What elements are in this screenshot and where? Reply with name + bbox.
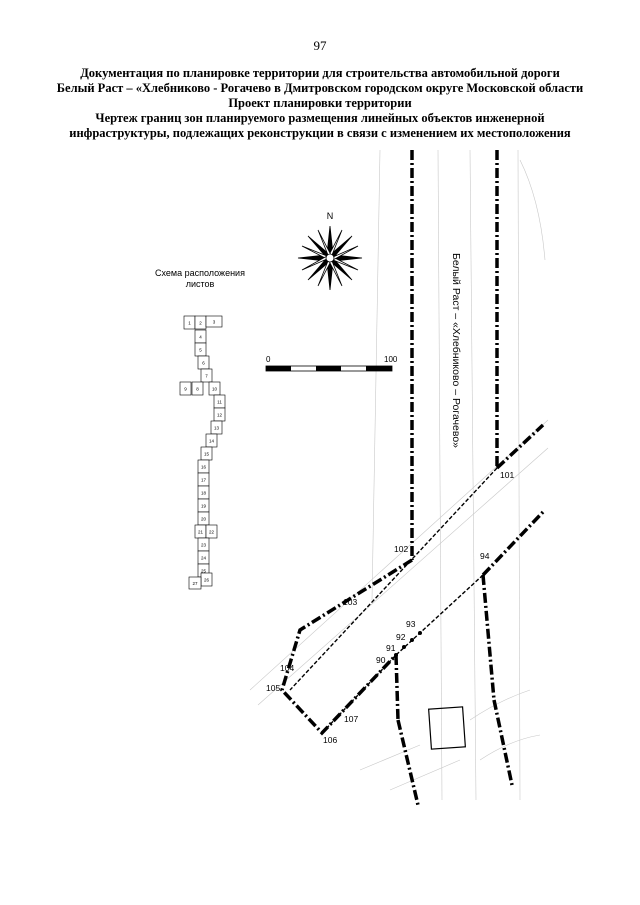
sheet-label-15: 15 [204,452,210,457]
zone-right-lower-2 [492,699,514,786]
sheet-label-16: 16 [201,465,207,470]
document-heading: Документация по планировке территории дл… [20,66,620,141]
sheet-label-13: 13 [214,426,220,431]
point-label-107: 107 [344,714,358,724]
scheme-title: Схема расположения листов [150,268,250,290]
sheet-box-7 [200,368,213,383]
heading-line-5: инфраструктуры, подлежащих реконструкции… [69,126,571,140]
sheet-label-5: 5 [199,348,202,353]
sheet-label-6: 6 [202,361,205,366]
sheet-label-14: 14 [209,439,215,444]
point-label-104: 104 [280,663,294,673]
sheet-box-9 [179,381,192,396]
compass-rose [297,225,363,291]
heading-line-1: Документация по планировке территории дл… [80,66,560,80]
sheet-label-1: 1 [188,321,191,326]
point-label-101: 101 [500,470,514,480]
sheet-label-8: 8 [196,387,199,392]
sheet-label-2: 2 [199,321,202,326]
sheet-label-19: 19 [201,504,207,509]
zone-left-lower [394,654,400,721]
heading-line-4: Чертеж границ зон планируемого размещени… [95,111,545,125]
zone-lower-outline [280,558,413,736]
heading-line-2: Белый Раст – «Хлебниково - Рогачево в Дм… [56,81,584,95]
zone-diagonal-lower [481,510,545,577]
scheme-title-line-2: листов [185,279,215,289]
zone-right-lower [481,574,496,701]
point-label-91: 91 [386,643,396,653]
point-label-106: 106 [323,735,337,745]
sheet-label-25: 25 [201,569,207,574]
sheet-label-18: 18 [201,491,207,496]
point-labels: 101 102 94 103 93 92 91 90 104 105 107 1… [266,470,514,745]
scale-start-label: 0 [266,355,271,364]
sheet-label-26: 26 [204,578,210,583]
sheet-label-12: 12 [217,413,223,418]
sheet-box-27 [188,576,202,590]
point-label-93: 93 [406,619,416,629]
sheet-label-27: 27 [192,581,198,586]
sheet-label-24: 24 [201,556,207,561]
sheet-label-7: 7 [205,374,208,379]
point-label-102: 102 [394,544,408,554]
point-label-103: 103 [343,597,357,607]
sheet-label-10: 10 [212,387,218,392]
point-label-94: 94 [480,551,490,561]
page-number: 97 [313,38,327,53]
sheet-label-11: 11 [217,400,222,405]
scale-end-label: 100 [384,355,398,364]
topo-background [249,149,549,801]
north-label: N [327,211,334,221]
scale-bar: 0 100 [265,355,398,372]
scheme-title-line-1: Схема расположения [155,268,245,278]
pipeline-101-105 [289,467,498,691]
sheet-label-22: 22 [209,530,215,535]
zone-diagonal-upper [495,423,545,470]
sheet-label-21: 21 [198,530,204,535]
sheet-box-22 [205,524,218,539]
heading-line-3: Проект планировки территории [228,96,412,110]
point-label-105: 105 [266,683,280,693]
sheet-label-23: 23 [201,543,207,548]
sheet-label-9: 9 [184,387,187,392]
sheet-label-20: 20 [201,517,207,522]
pipeline-94-90 [395,574,484,656]
zone-lower-left-branch [396,719,420,806]
point-markers [394,631,422,657]
structure-rectangle [428,706,466,750]
road-label: Белый Раст – «Хлебниково – Рогачево» [450,253,462,448]
sheet-label-3: 3 [213,320,216,325]
point-label-90: 90 [376,655,386,665]
zone-boundaries [280,150,545,806]
sheet-box-8 [191,381,204,396]
sheet-label-17: 17 [201,478,207,483]
sheet-box-3 [205,315,223,328]
sheet-label-4: 4 [199,335,202,340]
point-label-92: 92 [396,632,406,642]
